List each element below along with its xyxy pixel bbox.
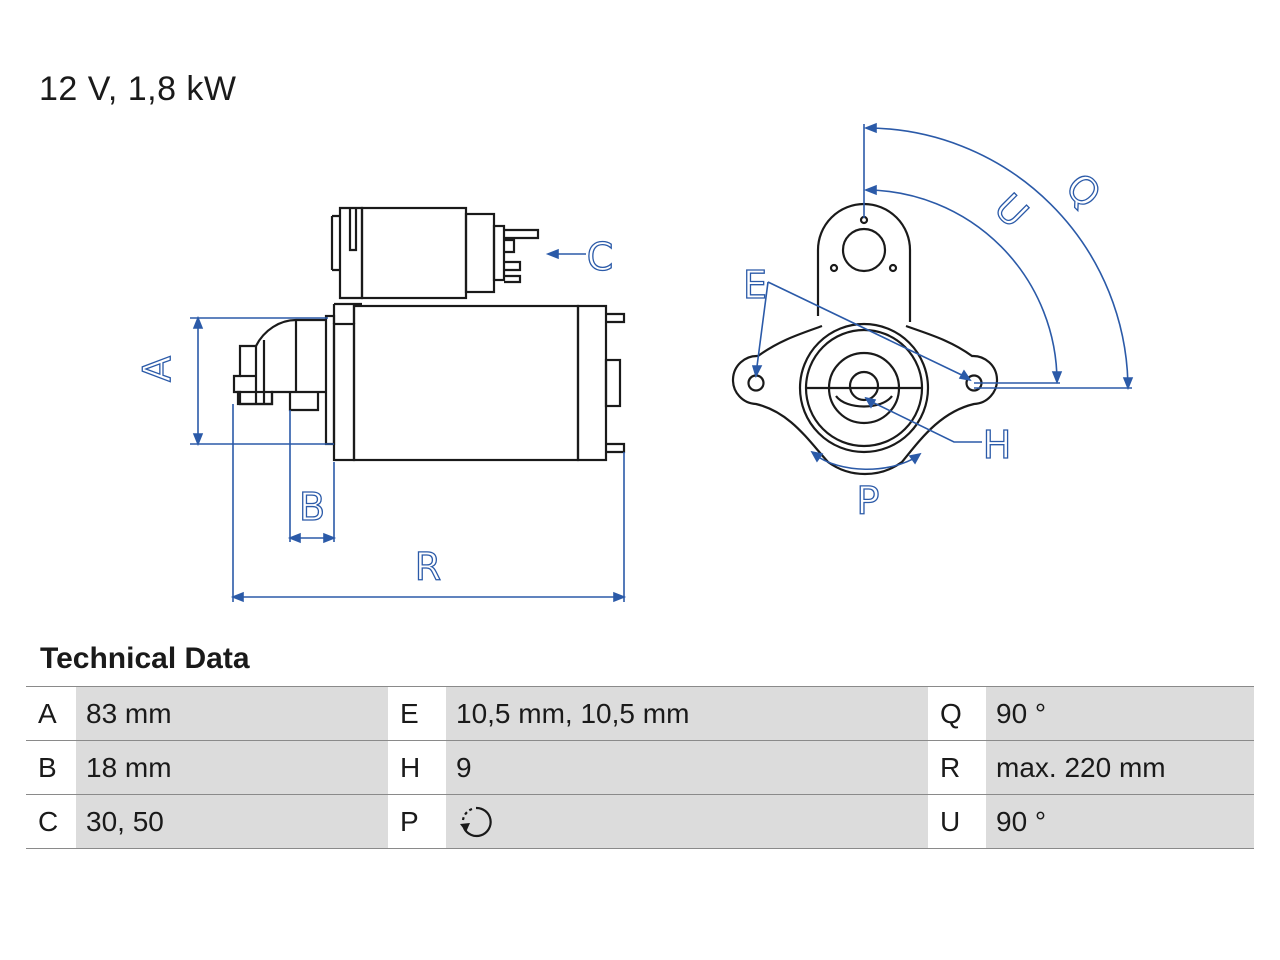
table-row: A 83 mm E 10,5 mm, 10,5 mm Q 90 °: [26, 686, 1254, 741]
arc-u: [865, 189, 1058, 383]
spec-value: 30, 50: [76, 794, 388, 849]
side-view: [232, 206, 626, 462]
spec-value: 83 mm: [76, 686, 388, 741]
front-view: [731, 202, 999, 476]
arc-p: [813, 453, 919, 471]
table-row: B 18 mm H 9 R max. 220 mm: [26, 740, 1254, 795]
spec-value: 10,5 mm, 10,5 mm: [446, 686, 928, 741]
motor-body: [352, 304, 580, 462]
label-b: B: [299, 485, 325, 529]
counterclockwise-rotation-icon: [460, 806, 492, 837]
spec-key: A: [26, 686, 76, 741]
spec-key: C: [26, 794, 76, 849]
label-q: Q: [1057, 165, 1109, 217]
label-u: U: [986, 185, 1037, 236]
spec-key: H: [388, 740, 446, 795]
page-title: 12 V, 1,8 kW: [39, 70, 237, 108]
label-c: C: [587, 235, 614, 279]
arc-q: [865, 127, 1129, 389]
leader-e: [755, 281, 969, 379]
rotation-direction-value: [446, 794, 928, 849]
mounting-flange: [332, 322, 356, 462]
spec-key: U: [928, 794, 986, 849]
table-row: C 30, 50 P U 90 °: [26, 794, 1254, 849]
spec-key: P: [388, 794, 446, 849]
side-view-dimensions: [190, 248, 627, 603]
spec-value: 18 mm: [76, 740, 388, 795]
label-p: P: [857, 479, 880, 523]
spec-key: R: [928, 740, 986, 795]
spec-key: E: [388, 686, 446, 741]
spec-value: 9: [446, 740, 928, 795]
spec-value: max. 220 mm: [986, 740, 1254, 795]
spec-key: Q: [928, 686, 986, 741]
spec-value: 90 °: [986, 794, 1254, 849]
label-a: A: [135, 356, 179, 382]
solenoid-body: [360, 206, 468, 300]
starter-motor-drawing: A B C R E H P U Q: [134, 122, 1134, 603]
spec-key: B: [26, 740, 76, 795]
label-h: H: [983, 423, 1012, 467]
technical-data-table: A 83 mm E 10,5 mm, 10,5 mm Q 90 ° B 18 m…: [26, 686, 1254, 849]
label-r: R: [415, 545, 441, 589]
label-e: E: [743, 263, 767, 307]
leader-h: [867, 399, 982, 443]
technical-data-heading: Technical Data: [40, 642, 250, 675]
spec-value: 90 °: [986, 686, 1254, 741]
front-view-dimensions: [751, 122, 1134, 471]
